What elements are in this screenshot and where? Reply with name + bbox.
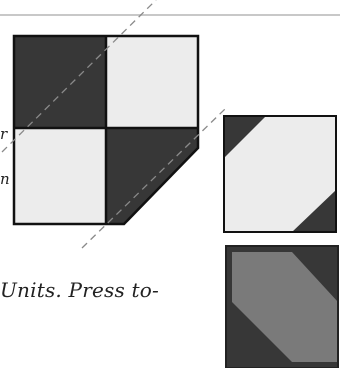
patch-bottom-left-light [14,128,106,224]
instruction-text: Units. Press to- [0,278,159,302]
diagonal-band-unit [226,246,338,368]
four-patch-block [14,36,198,224]
patch-top-left-dark [14,36,106,128]
half-square-unit [224,116,336,232]
patch-bottom-right-dark-trimmed [106,128,198,224]
patch-top-right-light [106,36,198,128]
